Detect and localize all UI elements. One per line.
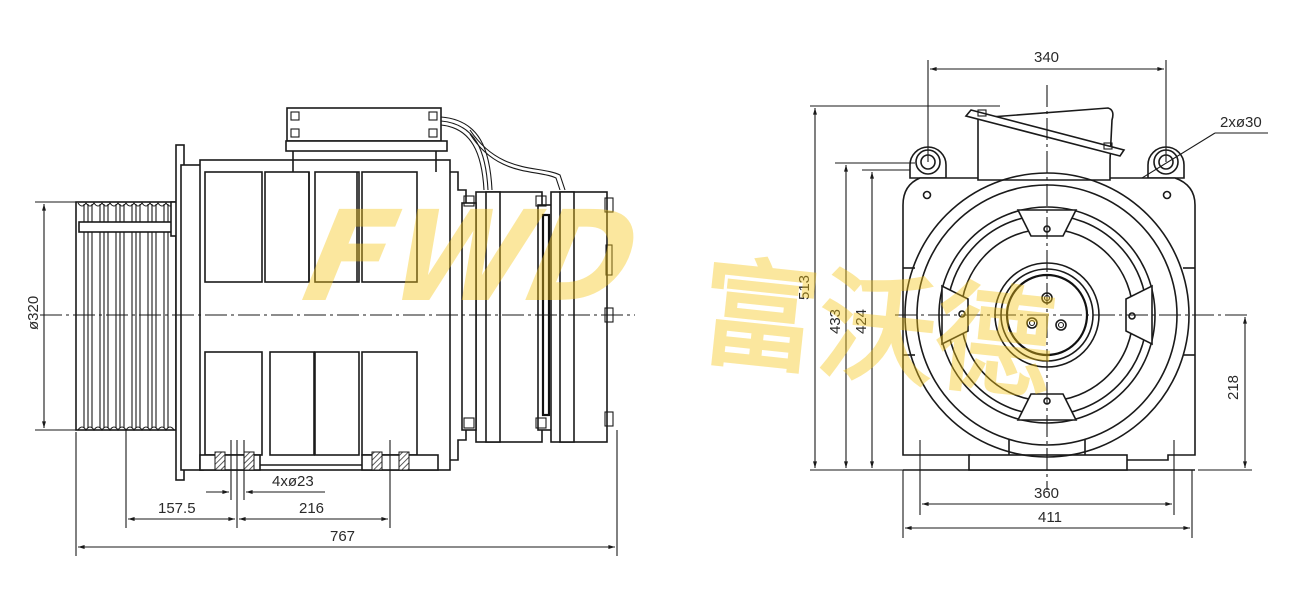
dim-overall-length: 767: [78, 528, 615, 549]
svg-text:340: 340: [1034, 49, 1059, 66]
svg-text:157.5: 157.5: [158, 500, 196, 517]
svg-text:216: 216: [299, 500, 324, 517]
dim-shaft-center-height: 218: [1198, 317, 1252, 471]
svg-text:411: 411: [1038, 509, 1062, 526]
dim-hole-spacing: 216: [239, 500, 388, 521]
svg-text:424: 424: [853, 309, 870, 334]
dim-lifting-eye-spacing: 340: [927, 49, 1167, 162]
svg-text:513: 513: [796, 275, 813, 300]
front-terminal-box: [964, 107, 1126, 181]
svg-text:2xø30: 2xø30: [1220, 114, 1262, 131]
side-view: ø320 4xø23 157.5 216 767: [25, 107, 635, 556]
dim-eye-height: 433: [827, 165, 848, 468]
watermark-latin: FWD: [293, 184, 651, 329]
dim-mounting-holes: 4xø23: [206, 473, 325, 494]
lifting-eyes: [909, 146, 1185, 179]
dim-base-hole-spacing: 360: [922, 485, 1172, 506]
terminal-box: [285, 107, 448, 172]
cable-bundle: [440, 116, 566, 191]
dim-sheave-diameter: ø320: [25, 201, 82, 431]
dim-lifting-eye-holes: 2xø30: [1141, 114, 1268, 179]
dim-body-height: 424: [853, 172, 874, 468]
traction-sheave: [75, 201, 180, 431]
dim-sheave-offset: 157.5: [128, 500, 235, 521]
front-view: 340 2xø30 513 433 424 218: [796, 49, 1268, 538]
dim-overall-width: 411: [905, 509, 1190, 530]
brake-assembly: [461, 191, 614, 443]
svg-text:218: 218: [1225, 375, 1242, 400]
svg-text:433: 433: [827, 309, 844, 334]
svg-text:4xø23: 4xø23: [272, 473, 314, 490]
svg-text:360: 360: [1034, 485, 1059, 502]
dim-overall-height: 513: [796, 108, 817, 468]
svg-text:767: 767: [330, 528, 355, 545]
svg-text:ø320: ø320: [25, 296, 42, 330]
